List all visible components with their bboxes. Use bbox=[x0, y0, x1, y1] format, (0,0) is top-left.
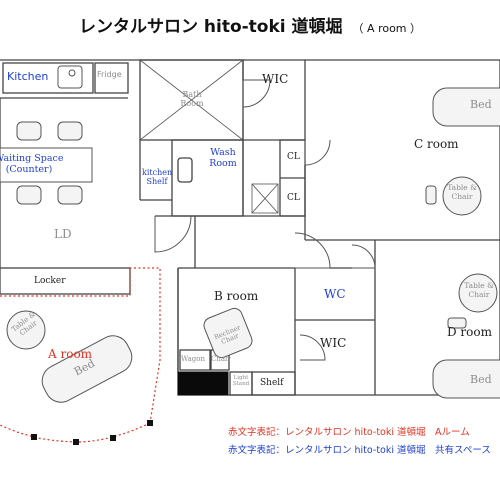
kitchen-counter bbox=[2, 62, 94, 94]
legend-blue-text: 赤文字表記：レンタルサロン hito-toki 道頓堀 共有スペース bbox=[228, 445, 491, 456]
label-light-stand: Light Stand bbox=[232, 375, 250, 388]
fridge-box bbox=[94, 62, 129, 94]
label-b-room: B room bbox=[214, 289, 259, 303]
label-chair: Chair bbox=[211, 355, 231, 363]
label-wic-mid: WIC bbox=[320, 336, 347, 350]
label-wc: WC bbox=[324, 287, 346, 301]
table-c bbox=[442, 176, 482, 216]
label-fridge: Fridge bbox=[97, 70, 122, 79]
door-wic-mid bbox=[299, 334, 326, 361]
label-cl-upper: CL bbox=[287, 152, 300, 162]
black-block bbox=[178, 372, 228, 395]
legend-red-text: 赤文字表記：レンタルサロン hito-toki 道頓堀 Aルーム bbox=[228, 427, 470, 438]
label-kitchen-shelf: kitchen Shelf bbox=[142, 168, 173, 187]
label-cl-lower: CL bbox=[287, 193, 300, 203]
chair-d bbox=[447, 317, 467, 329]
door-c-room bbox=[304, 139, 331, 166]
door-b-room bbox=[294, 232, 331, 269]
stool-4 bbox=[57, 185, 83, 205]
door-wic-top bbox=[242, 79, 271, 108]
boundary-post-4 bbox=[31, 434, 37, 440]
boundary-post-2 bbox=[110, 435, 116, 441]
boundary-post-1 bbox=[147, 420, 153, 426]
door-wash bbox=[154, 215, 192, 253]
label-table-chair-d: Table & Chair bbox=[464, 281, 494, 299]
label-d-room: D room bbox=[447, 325, 492, 339]
label-c-room: C room bbox=[414, 137, 459, 151]
bed-d bbox=[432, 359, 500, 399]
recliner bbox=[203, 307, 253, 359]
legend-red: 赤文字表記：レンタルサロン hito-toki 道頓堀 Aルーム bbox=[228, 424, 470, 438]
label-ld: LD bbox=[54, 227, 72, 241]
stool-2 bbox=[57, 121, 83, 141]
page-title: レンタルサロン hito-toki 道頓堀 （ A room ） bbox=[0, 12, 500, 37]
bed-a bbox=[41, 335, 133, 403]
sink bbox=[57, 65, 83, 89]
label-wagon: Wagon bbox=[181, 355, 205, 363]
label-a-room: A room bbox=[48, 347, 93, 361]
bed-c bbox=[432, 87, 500, 127]
closet-box-inner bbox=[251, 183, 279, 214]
table-d bbox=[458, 273, 498, 313]
washbasin bbox=[177, 157, 193, 183]
label-wic-top: WIC bbox=[262, 72, 289, 86]
label-locker: Locker bbox=[34, 276, 66, 286]
sink-tap bbox=[68, 69, 76, 77]
label-shelf: Shelf bbox=[260, 378, 284, 388]
chair-c bbox=[425, 185, 437, 205]
legend-blue: 赤文字表記：レンタルサロン hito-toki 道頓堀 共有スペース bbox=[228, 442, 491, 456]
door-d-room bbox=[351, 244, 376, 269]
bath-cross-b bbox=[139, 59, 244, 141]
label-wash-room: Wash Room bbox=[209, 147, 237, 169]
boundary-post-3 bbox=[73, 439, 79, 445]
label-bed-c: Bed bbox=[470, 98, 492, 111]
label-bath-room: Bath Room bbox=[180, 90, 204, 109]
table-a bbox=[6, 310, 46, 350]
stool-1 bbox=[16, 121, 42, 141]
shelf-box bbox=[251, 371, 296, 396]
label-bed-d: Bed bbox=[470, 373, 492, 386]
title-sub: （ A room ） bbox=[352, 22, 422, 35]
label-table-chair-c: Table & Chair bbox=[447, 183, 477, 201]
waiting-counter bbox=[0, 147, 93, 183]
wagon-box bbox=[179, 349, 211, 371]
stool-3 bbox=[16, 185, 42, 205]
label-kitchen: Kitchen bbox=[7, 70, 49, 83]
label-waiting-space: Waiting Space (Counter) bbox=[0, 153, 64, 175]
closet-cross-b bbox=[251, 183, 279, 214]
title-main: レンタルサロン hito-toki 道頓堀 bbox=[78, 17, 343, 37]
a-boundary-top bbox=[0, 267, 161, 424]
